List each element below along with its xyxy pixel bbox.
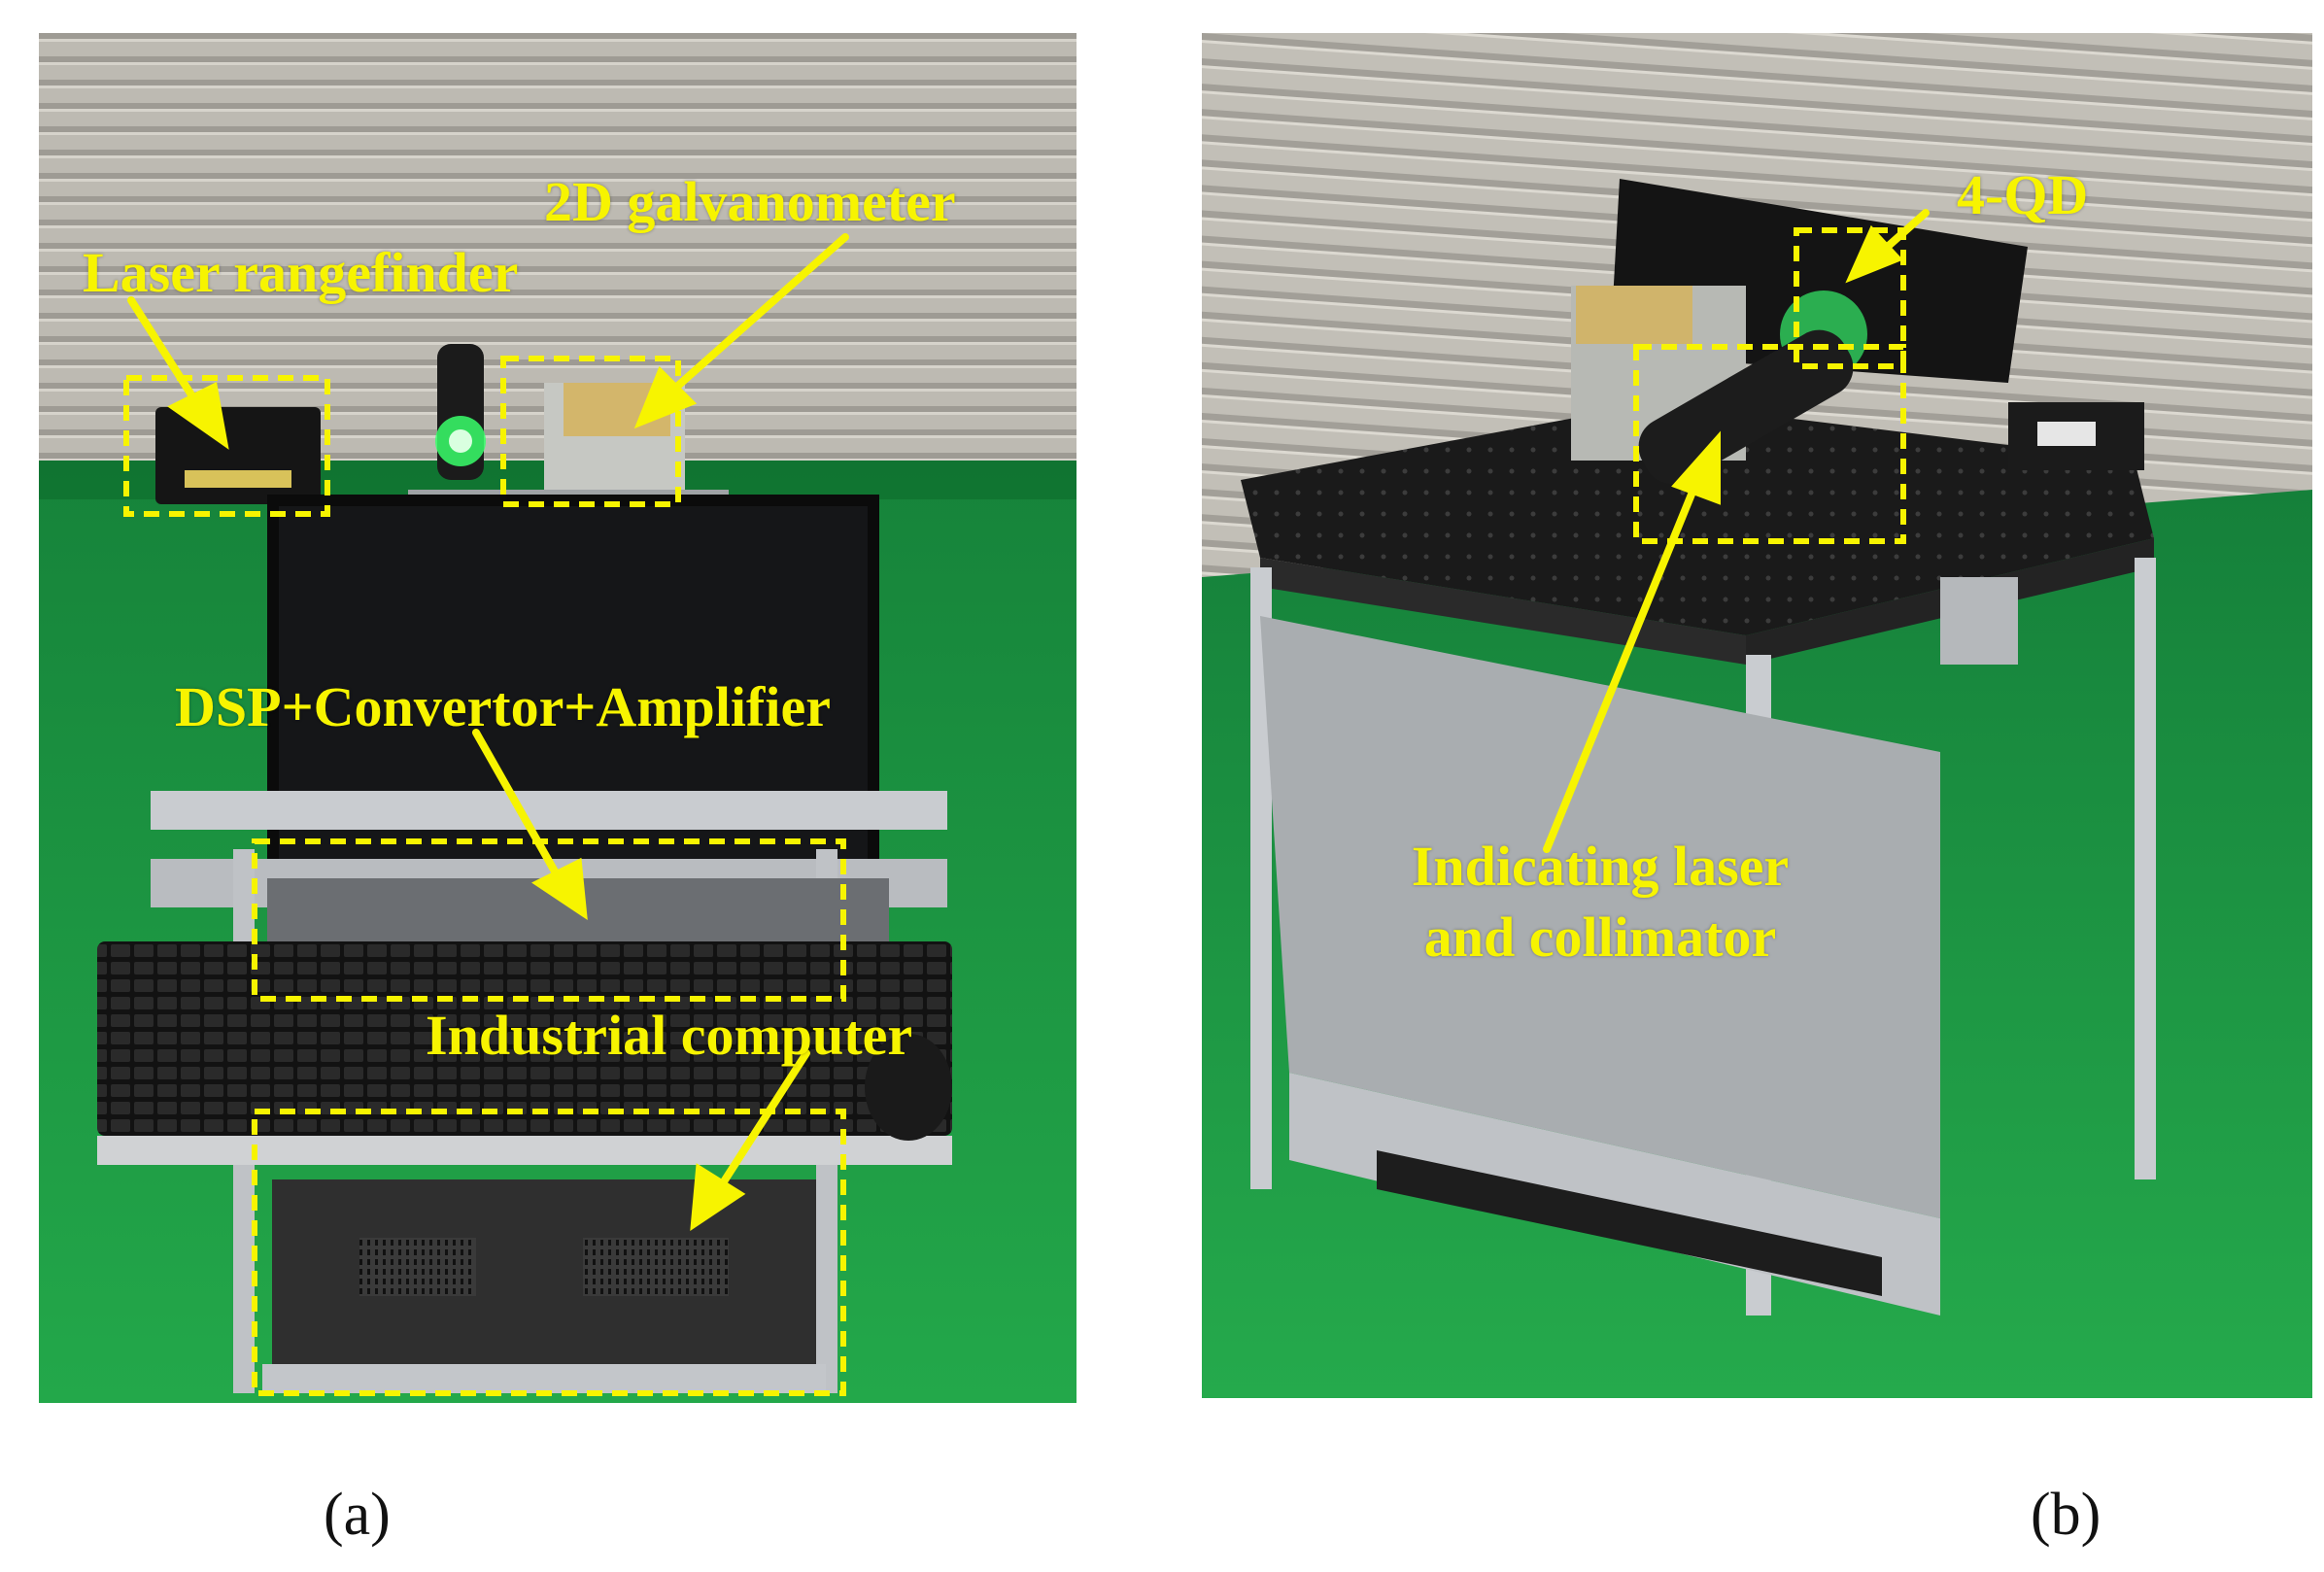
optical-table bbox=[1241, 402, 2154, 635]
aluminium-frame bbox=[151, 791, 947, 830]
indicating-laser-label: Indicating laser and collimator bbox=[1411, 835, 1790, 969]
collimator-b bbox=[1638, 329, 1854, 485]
caption-a: (a) bbox=[324, 1482, 391, 1548]
photo-panel-a: Laser rangefinder 2D galvanometer DSP+Co… bbox=[39, 33, 1077, 1403]
photo-a-scene bbox=[39, 33, 1077, 1403]
mouse bbox=[865, 1034, 952, 1141]
industrial-computer-label: Industrial computer bbox=[426, 1004, 913, 1067]
industrial-computer-box bbox=[252, 1109, 846, 1396]
dsp-label: DSP+Convertor+Amplifier bbox=[175, 675, 831, 738]
frame-b-left bbox=[1250, 567, 1272, 1189]
dsp-box bbox=[252, 838, 846, 1002]
galvanometer-box bbox=[500, 356, 681, 507]
keyboard bbox=[97, 941, 952, 1136]
qd-box bbox=[1794, 227, 1906, 369]
caption-b: (b) bbox=[2031, 1482, 2102, 1548]
laser-rangefinder-label: Laser rangefinder bbox=[83, 241, 519, 304]
gray-side-panel bbox=[1260, 616, 1940, 1218]
galvanometer-label: 2D galvanometer bbox=[544, 170, 956, 233]
photo-panel-b: 4-QD Indicating laser and collimator bbox=[1202, 33, 2312, 1398]
industrial-pc bbox=[272, 1179, 816, 1364]
collimator-box bbox=[1633, 344, 1906, 544]
photo-b-scene bbox=[1202, 33, 2312, 1398]
rangefinder-device bbox=[155, 407, 321, 504]
rangefinder-box bbox=[123, 375, 330, 517]
qd-label: 4-QD bbox=[1957, 163, 2089, 226]
